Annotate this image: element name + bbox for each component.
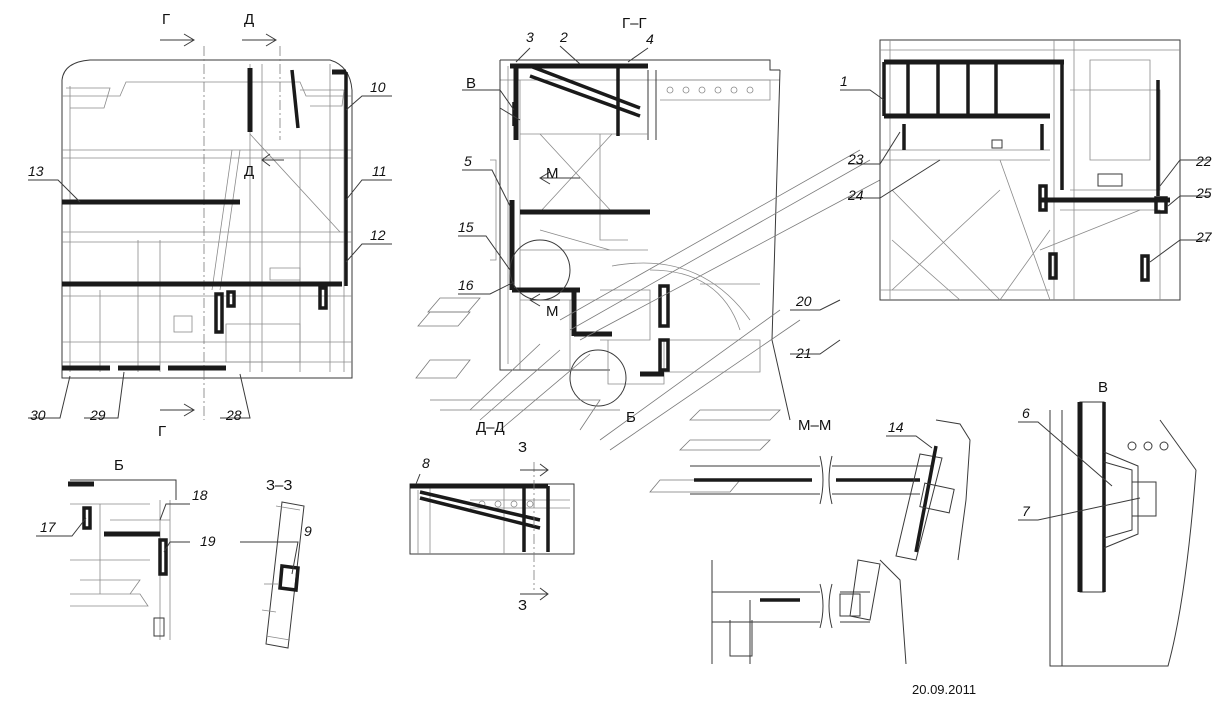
section-letter-g-bottom: Г bbox=[158, 423, 166, 440]
section-dd-view bbox=[409, 462, 575, 601]
callout-13: 13 bbox=[28, 163, 44, 179]
front-frame-view bbox=[61, 33, 353, 420]
detail-title-b: Б bbox=[114, 457, 124, 474]
section-zz-view bbox=[261, 501, 305, 649]
callout-1: 1 bbox=[840, 73, 848, 89]
callout-21: 21 bbox=[795, 345, 812, 361]
section-letter-z-top: З bbox=[518, 439, 527, 456]
callout-9: 9 bbox=[304, 523, 312, 539]
callout-12: 12 bbox=[370, 227, 386, 243]
section-letter-v-mark: В bbox=[466, 75, 476, 92]
callout-3: 3 bbox=[526, 29, 534, 45]
callout-17: 17 bbox=[40, 519, 57, 535]
drawing-date: 20.09.2011 bbox=[912, 682, 976, 697]
detail-title-v: В bbox=[1098, 379, 1108, 396]
callout-29: 29 bbox=[89, 407, 106, 423]
callout-18: 18 bbox=[192, 487, 208, 503]
section-letter-d-inner: Д bbox=[244, 163, 254, 180]
callout-27: 27 bbox=[1195, 229, 1213, 245]
section-letter-g-top: Г bbox=[162, 11, 170, 28]
section-letter-z-bottom: З bbox=[518, 597, 527, 614]
section-letter-b-mark: Б bbox=[626, 409, 636, 426]
section-gg-view bbox=[490, 59, 791, 421]
section-projection-bands bbox=[415, 149, 881, 493]
callout-22: 22 bbox=[1195, 153, 1212, 169]
callout-25: 25 bbox=[1195, 185, 1212, 201]
callout-16: 16 bbox=[458, 277, 474, 293]
right-frame-view bbox=[879, 39, 1181, 301]
callout-24: 24 bbox=[847, 187, 864, 203]
section-title-mm: М–М bbox=[798, 417, 831, 434]
callout-20: 20 bbox=[795, 293, 812, 309]
section-letter-d-top: Д bbox=[244, 11, 254, 28]
section-letter-m-upper: М bbox=[546, 165, 559, 182]
leader-lines bbox=[28, 45, 1210, 575]
section-title-zz: З–З bbox=[266, 477, 292, 494]
callout-4: 4 bbox=[646, 31, 654, 47]
callout-15: 15 bbox=[458, 219, 474, 235]
detail-v-view bbox=[1049, 401, 1197, 667]
section-mm-view bbox=[690, 419, 971, 665]
callout-7: 7 bbox=[1022, 503, 1031, 519]
callout-19: 19 bbox=[200, 533, 216, 549]
callout-23: 23 bbox=[847, 151, 864, 167]
callout-2: 2 bbox=[559, 29, 568, 45]
callout-11: 11 bbox=[372, 163, 387, 179]
section-title-dd: Д–Д bbox=[476, 419, 505, 436]
callout-6: 6 bbox=[1022, 405, 1030, 421]
callout-5: 5 bbox=[464, 153, 472, 169]
callout-8: 8 bbox=[422, 455, 430, 471]
section-letter-m-lower: М bbox=[546, 303, 559, 320]
callout-30: 30 bbox=[30, 407, 46, 423]
callout-14: 14 bbox=[888, 419, 904, 435]
detail-b-view bbox=[68, 479, 177, 640]
callout-28: 28 bbox=[225, 407, 242, 423]
section-title-gg: Г–Г bbox=[622, 15, 647, 32]
callout-10: 10 bbox=[370, 79, 386, 95]
